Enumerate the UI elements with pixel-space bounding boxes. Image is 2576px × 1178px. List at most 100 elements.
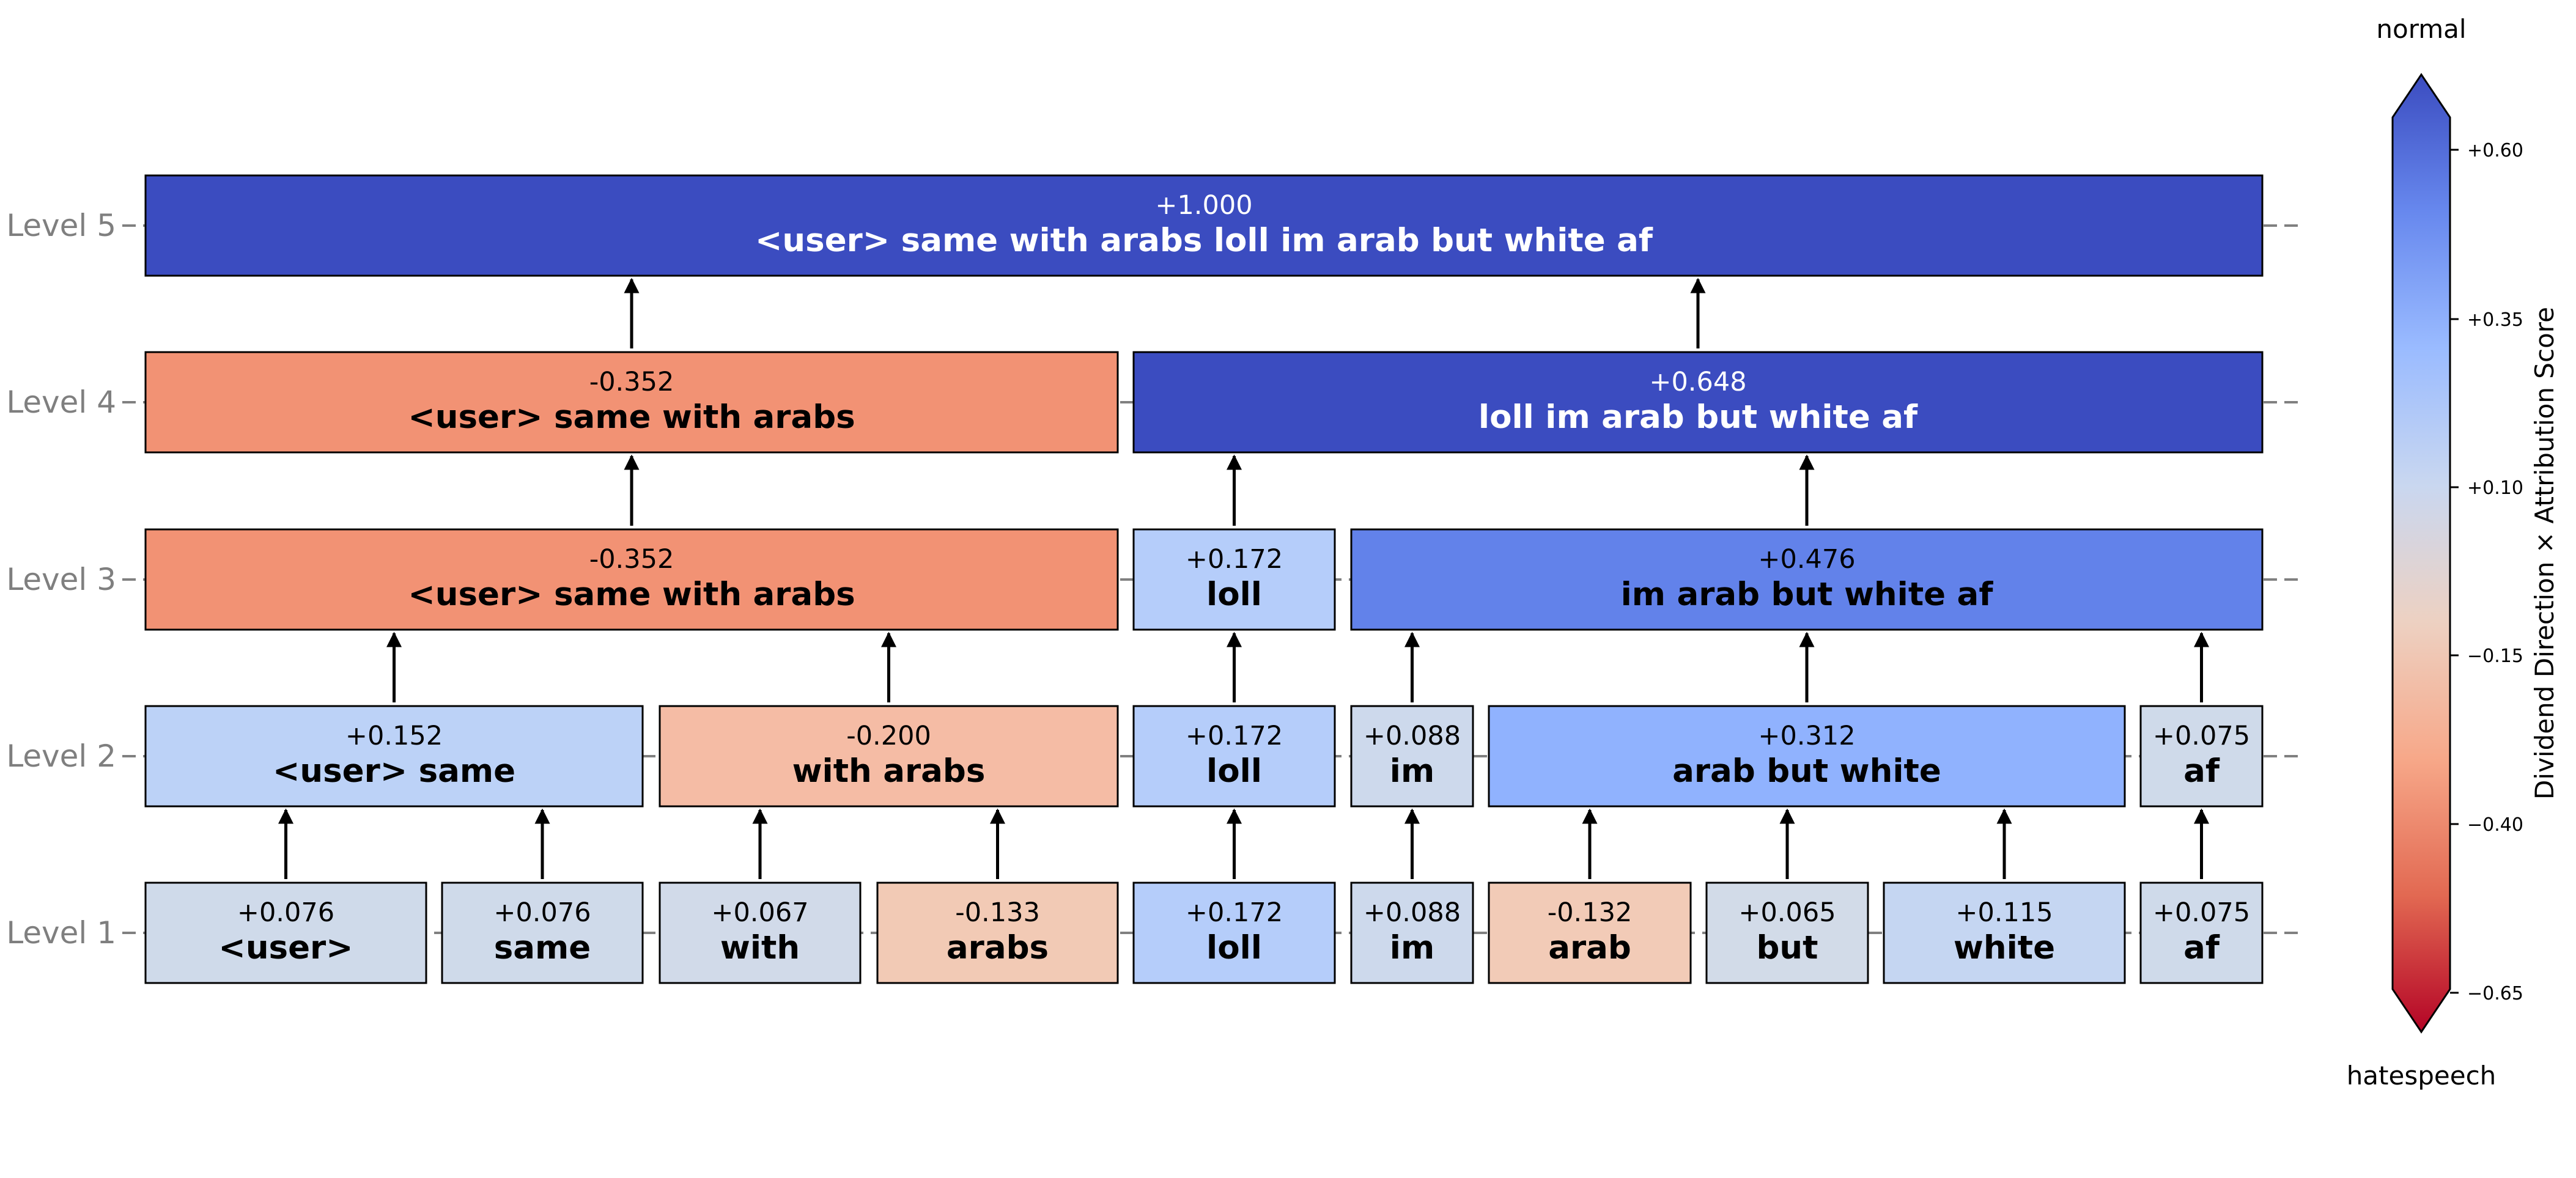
node-rect bbox=[1883, 882, 2126, 984]
node-text: arabs bbox=[947, 929, 1049, 966]
node-rect bbox=[441, 882, 644, 984]
node-rect bbox=[1488, 705, 2126, 808]
node-score: +0.648 bbox=[1649, 367, 1746, 397]
node-score: +0.076 bbox=[237, 897, 334, 928]
node-text: <user> bbox=[218, 929, 353, 966]
node-score: +0.075 bbox=[2153, 721, 2250, 751]
node-rect bbox=[659, 705, 1119, 808]
node-text: <user> same with arabs bbox=[408, 576, 855, 613]
node-text: arab but white bbox=[1672, 753, 1941, 790]
node-rect bbox=[1132, 705, 1336, 808]
node-box: -0.352<user> same with arabs bbox=[144, 528, 1119, 631]
node-text: im bbox=[1390, 753, 1434, 790]
node-score: +0.065 bbox=[1738, 897, 1836, 928]
node-rect bbox=[659, 882, 862, 984]
node-text: im arab but white af bbox=[1621, 576, 1994, 613]
node-text: loll bbox=[1206, 576, 1262, 613]
node-rect bbox=[144, 528, 1119, 631]
node-text: loll im arab but white af bbox=[1478, 399, 1918, 436]
node-rect bbox=[1132, 351, 2264, 454]
node-rect bbox=[144, 705, 644, 808]
node-text: with bbox=[720, 929, 800, 966]
tree-diagram: Level 5+1.000<user> same with arabs loll… bbox=[6, 174, 2305, 984]
node-rect bbox=[2139, 882, 2264, 984]
node-text: im bbox=[1390, 929, 1434, 966]
node-rect bbox=[1705, 882, 1869, 984]
node-score: +0.172 bbox=[1186, 721, 1283, 751]
level-label: Level 2 bbox=[6, 738, 116, 774]
node-score: -0.132 bbox=[1548, 897, 1633, 928]
level-label: Level 3 bbox=[6, 562, 116, 597]
node-text: af bbox=[2183, 753, 2220, 790]
node-rect bbox=[144, 351, 1119, 454]
node-text: <user> same with arabs loll im arab but … bbox=[755, 222, 1653, 259]
node-text: with arabs bbox=[792, 753, 986, 790]
node-score: -0.352 bbox=[589, 367, 674, 397]
colorbar-tick-label: +0.35 bbox=[2467, 309, 2523, 331]
level-label: Level 4 bbox=[6, 385, 116, 420]
node-score: +0.172 bbox=[1186, 897, 1283, 928]
node-rect bbox=[144, 174, 2264, 277]
colorbar-tick-label: −0.40 bbox=[2467, 814, 2523, 836]
colorbar-tick-label: −0.65 bbox=[2467, 983, 2523, 1004]
node-rect bbox=[1488, 882, 1692, 984]
colorbar: +0.60+0.35+0.10−0.15−0.40−0.65normalhate… bbox=[2347, 14, 2559, 1091]
node-score: +0.067 bbox=[711, 897, 808, 928]
node-text: loll bbox=[1206, 753, 1262, 790]
node-text: af bbox=[2183, 929, 2220, 966]
node-rect bbox=[1132, 882, 1336, 984]
node-rect bbox=[144, 882, 427, 984]
node-score: +0.076 bbox=[493, 897, 591, 928]
node-score: +0.115 bbox=[1955, 897, 2053, 928]
colorbar-tick-label: +0.10 bbox=[2467, 477, 2523, 499]
node-score: +0.088 bbox=[1364, 721, 1461, 751]
node-score: +0.312 bbox=[1758, 721, 1855, 751]
node-text: but bbox=[1756, 929, 1818, 966]
node-score: -0.352 bbox=[589, 544, 674, 575]
level-label: Level 5 bbox=[6, 208, 116, 243]
node-text: <user> same bbox=[273, 753, 515, 790]
node-rect bbox=[1132, 528, 1336, 631]
node-score: -0.133 bbox=[955, 897, 1040, 928]
node-text: arab bbox=[1548, 929, 1631, 966]
node-box: +1.000<user> same with arabs loll im ara… bbox=[144, 174, 2264, 277]
node-score: -0.200 bbox=[846, 721, 931, 751]
node-rect bbox=[1350, 882, 1474, 984]
node-score: +0.172 bbox=[1186, 544, 1283, 575]
node-score: +0.152 bbox=[345, 721, 443, 751]
node-score: +1.000 bbox=[1155, 190, 1252, 221]
colorbar-tick-label: −0.15 bbox=[2467, 646, 2523, 667]
colorbar-tick-label: +0.60 bbox=[2467, 140, 2523, 161]
node-text: loll bbox=[1206, 929, 1262, 966]
node-rect bbox=[1350, 705, 1474, 808]
colorbar-gradient bbox=[2391, 73, 2451, 1034]
node-score: +0.476 bbox=[1758, 544, 1855, 575]
colorbar-axis-label: Dividend Direction × Attribution Score bbox=[2530, 307, 2559, 800]
colorbar-bottom-label: hatespeech bbox=[2347, 1061, 2497, 1091]
node-rect bbox=[2139, 705, 2264, 808]
node-box: +0.152<user> same bbox=[144, 705, 644, 808]
node-text: white bbox=[1954, 929, 2055, 966]
node-text: <user> same with arabs bbox=[408, 399, 855, 436]
node-box: -0.352<user> same with arabs bbox=[144, 351, 1119, 454]
level-label: Level 1 bbox=[6, 915, 116, 951]
node-box: +0.076<user> bbox=[144, 882, 427, 984]
